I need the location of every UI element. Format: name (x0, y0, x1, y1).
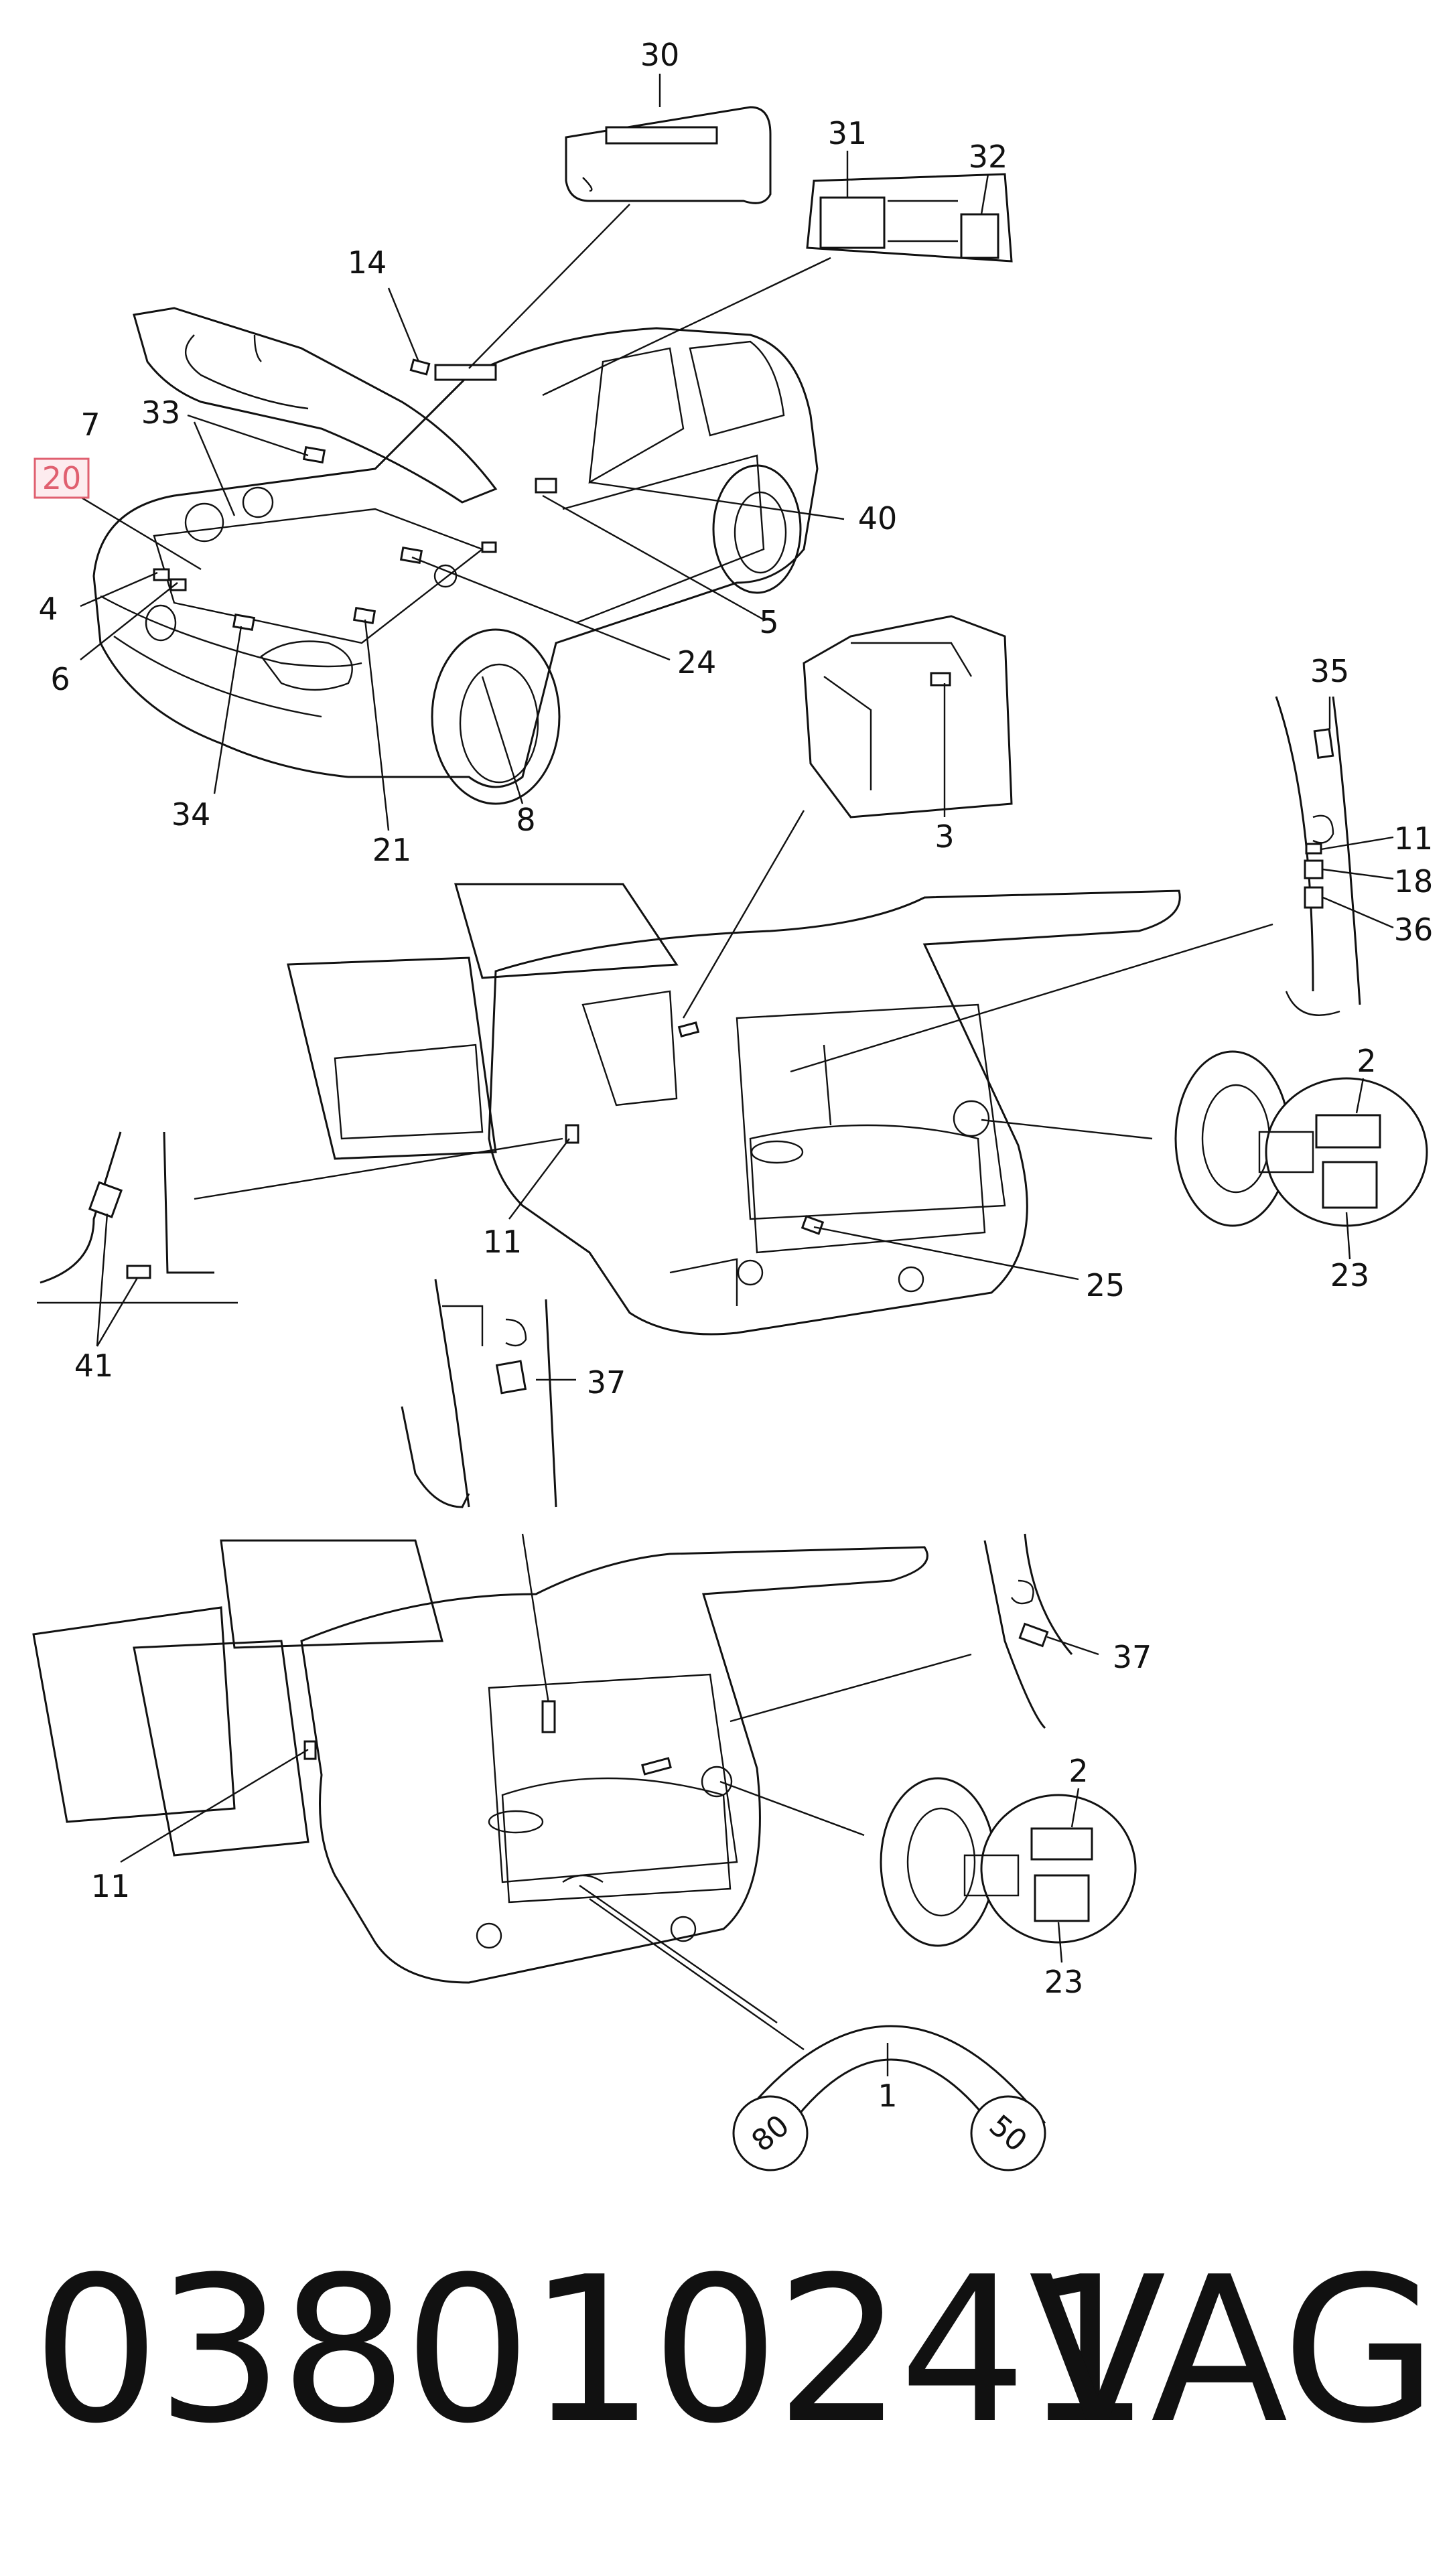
callout-41: 41 (74, 1348, 114, 1384)
callout-30: 30 (640, 37, 680, 73)
sun-visor-drawing (565, 106, 772, 204)
callout-1: 1 (878, 2078, 897, 2114)
vanity-mirror-drawing (806, 173, 1013, 263)
leader-lines-lower (120, 1653, 972, 2050)
car-front-view-drawing (92, 307, 819, 805)
callout-4: 4 (38, 591, 58, 627)
callout-33: 33 (141, 395, 181, 431)
callout-23-upper: 23 (1330, 1257, 1370, 1293)
fuel-flap-detail-lower (719, 1777, 1137, 1963)
door-jamb-detail-lower (983, 1533, 1099, 1729)
callout-7: 7 (80, 407, 100, 443)
part-number: 038010241 (32, 2234, 1151, 2467)
callout-11-lower: 11 (91, 1868, 131, 1904)
callout-25: 25 (1086, 1267, 1125, 1303)
callout-32: 32 (969, 139, 1008, 175)
callout-20: 20 (42, 460, 82, 496)
callout-labels: 30 31 32 14 7 33 20 40 4 5 6 24 34 21 8 … (33, 37, 1434, 2159)
callout-34: 34 (171, 796, 211, 833)
brand-name: VAG (1028, 2234, 1438, 2467)
callout-5: 5 (759, 604, 778, 640)
door-jamb-detail-upper (401, 1279, 576, 1709)
callout-36: 36 (1394, 912, 1434, 948)
callout-2-lower: 2 (1068, 1753, 1088, 1789)
callout-2-upper: 2 (1357, 1043, 1376, 1079)
callout-24: 24 (677, 644, 717, 681)
dial-gauge-drawing (732, 2025, 1046, 2171)
callout-20-highlight-box (33, 457, 90, 499)
callout-6: 6 (50, 661, 70, 697)
callout-14: 14 (348, 244, 387, 281)
callout-11-rear: 11 (483, 1224, 523, 1260)
callout-11-pillar: 11 (1394, 820, 1434, 857)
callout-37-lower: 37 (1113, 1639, 1152, 1675)
callout-18: 18 (1394, 863, 1434, 900)
leader-lines-middle (194, 1137, 1079, 1281)
callout-23-lower: 23 (1044, 1964, 1084, 2000)
callout-35: 35 (1310, 653, 1350, 689)
callout-21: 21 (372, 832, 412, 868)
callout-8: 8 (516, 802, 535, 838)
fuel-flap-detail-upper (981, 1050, 1428, 1260)
callout-37-upper: 37 (587, 1364, 626, 1401)
callout-40: 40 (858, 500, 898, 536)
b-pillar-detail-drawing (790, 696, 1394, 1073)
a-pillar-detail-drawing (37, 1131, 238, 1347)
callout-31: 31 (828, 115, 868, 151)
car-five-door-drawing (32, 1539, 928, 1984)
callout-3: 3 (934, 818, 954, 855)
car-rear-view-drawing (287, 883, 1181, 1336)
dashboard-detail-drawing (682, 615, 1013, 1019)
leader-lines-upper (66, 74, 989, 831)
